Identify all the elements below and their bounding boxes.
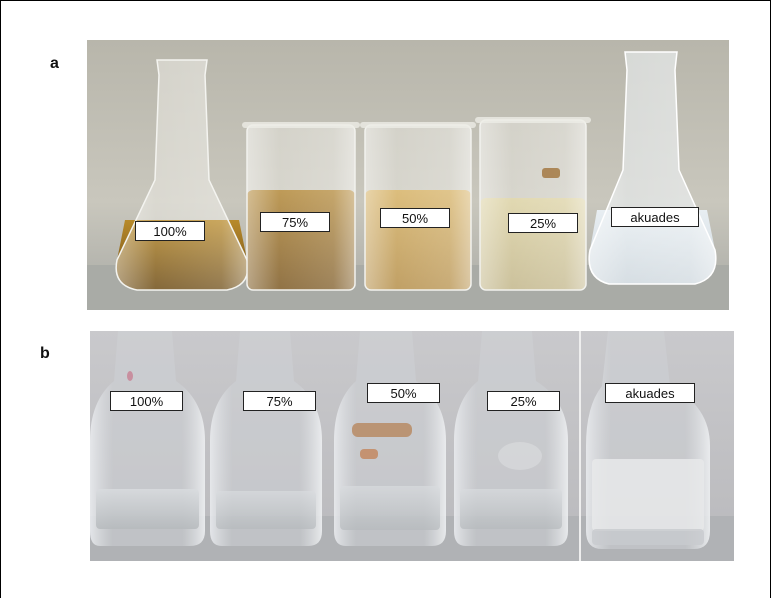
panel-a-label-akuades: akuades <box>611 207 699 227</box>
panel-b-label-25: 25% <box>487 391 560 411</box>
panel-a-label-50: 50% <box>380 208 450 228</box>
panel-a-label-25: 25% <box>508 213 578 233</box>
panel-a-label-75: 75% <box>260 212 330 232</box>
panel-a-photo-art <box>87 40 729 310</box>
panel-b-label-50: 50% <box>367 383 440 403</box>
panel-b-photo-art <box>90 331 734 561</box>
panel-b-label-100: 100% <box>110 391 183 411</box>
panel-b-photo <box>90 331 734 561</box>
panel-a-photo <box>87 40 729 310</box>
panel-b-letter: b <box>40 345 50 362</box>
panel-b-label-akuades: akuades <box>605 383 695 403</box>
panel-b-label-75: 75% <box>243 391 316 411</box>
panel-a-letter: a <box>50 55 59 72</box>
panel-a-label-100: 100% <box>135 221 205 241</box>
